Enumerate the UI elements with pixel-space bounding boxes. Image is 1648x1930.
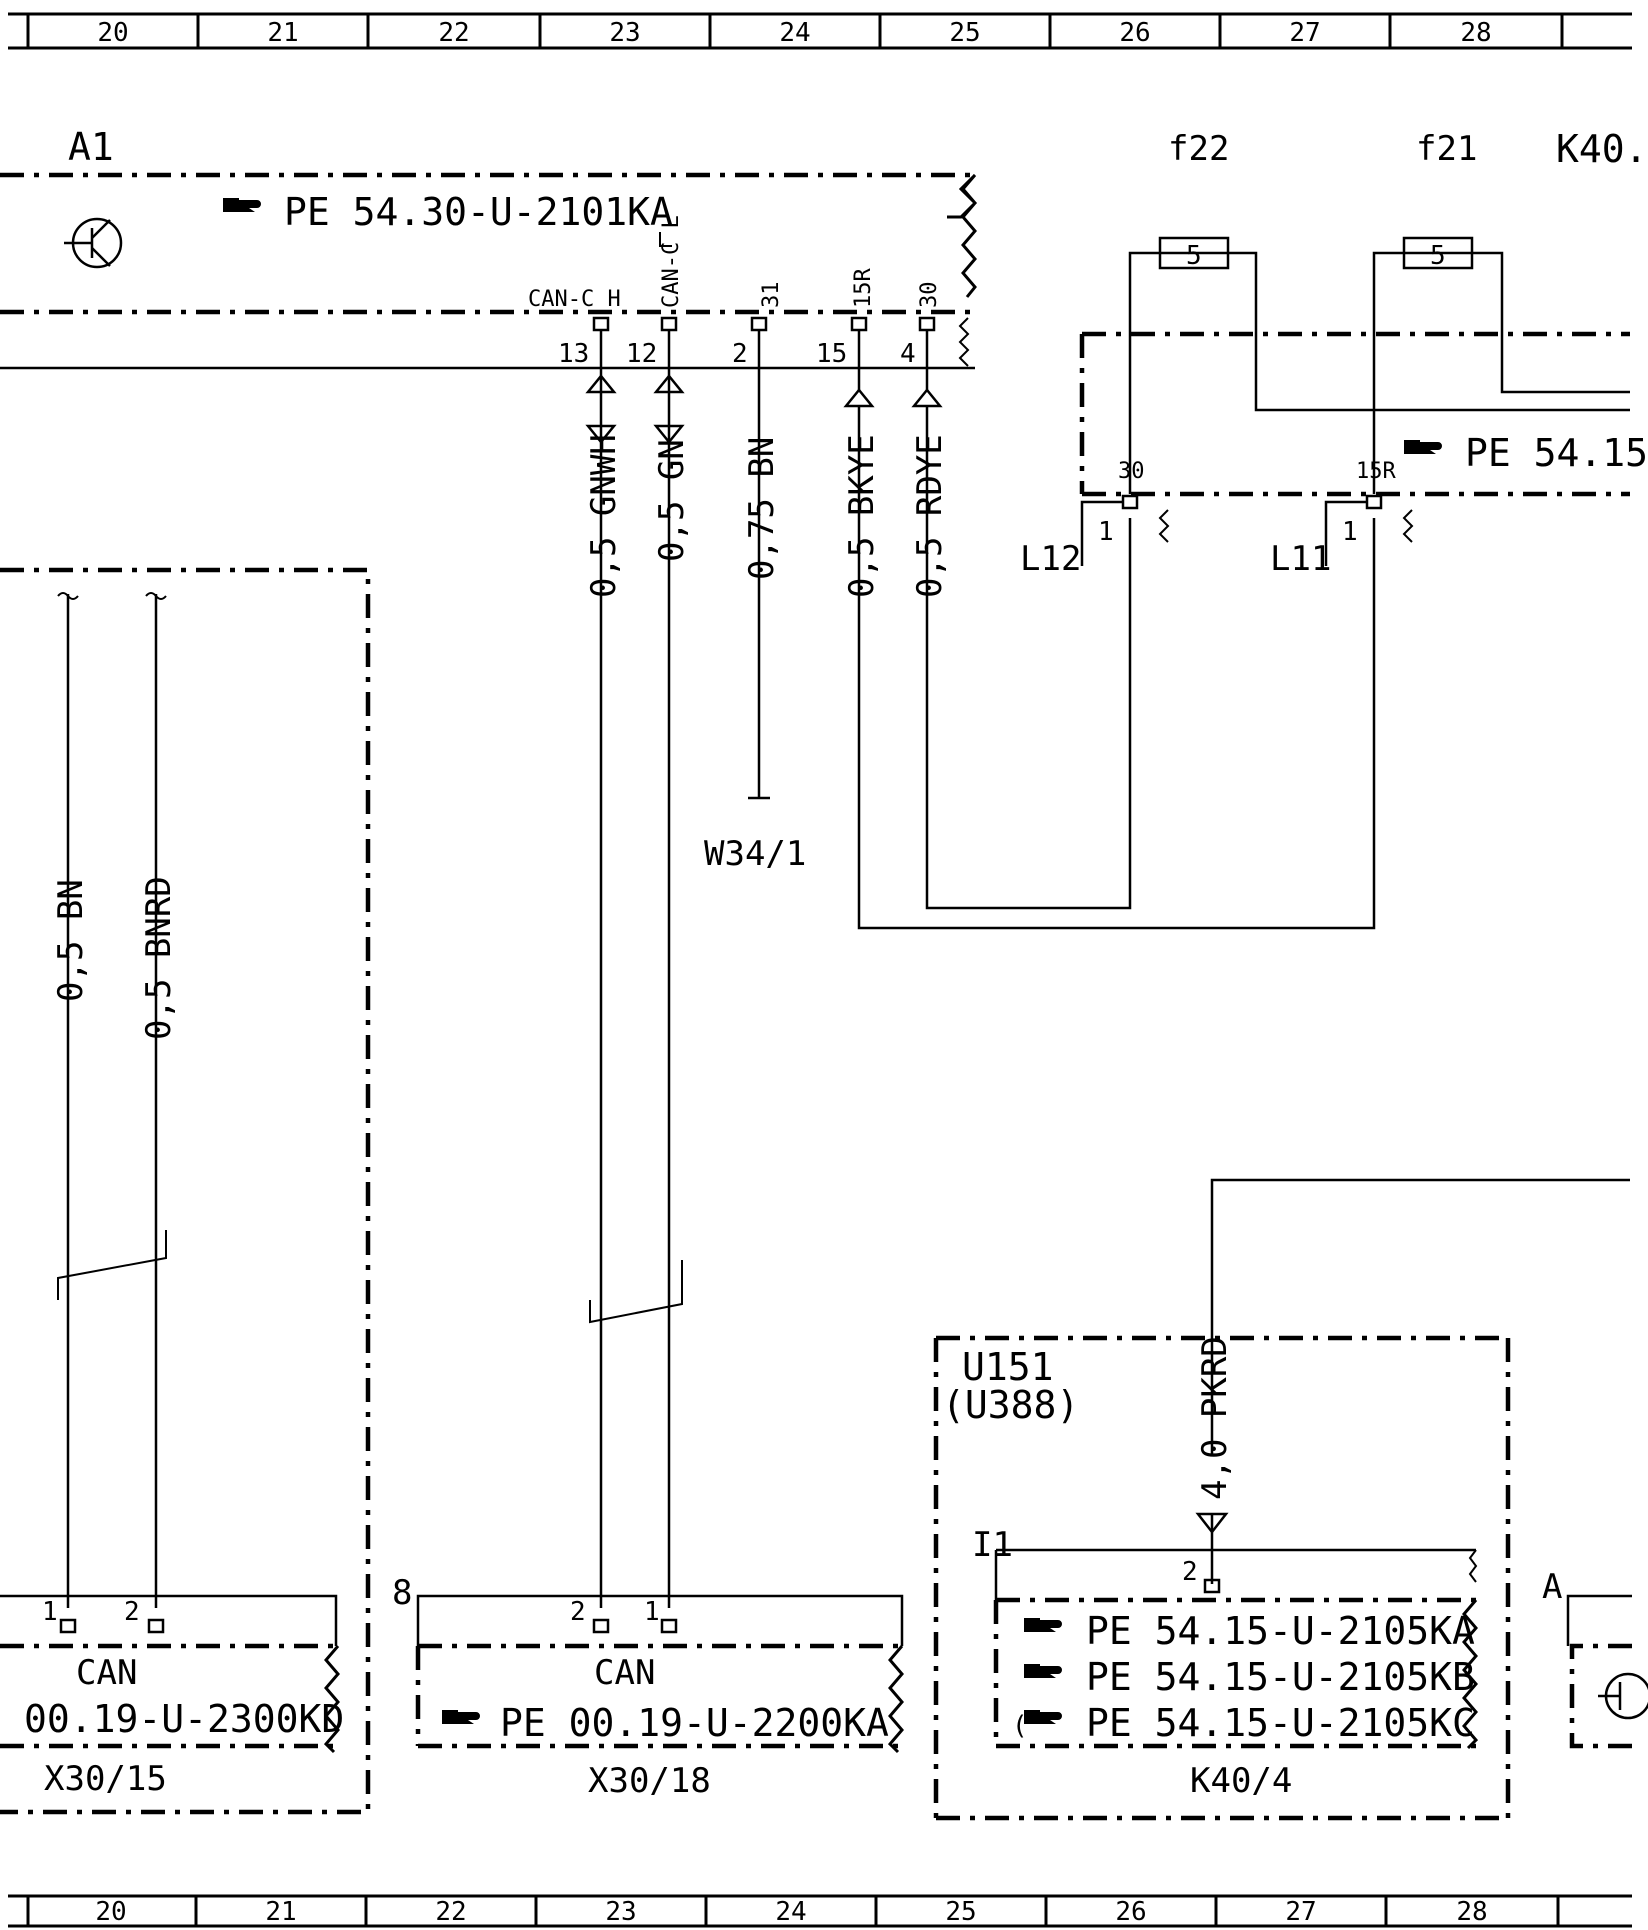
a1-pin-2: 2: [732, 339, 748, 369]
pe-icon: [1024, 1664, 1062, 1678]
ruler-bottom-col-21: 21: [265, 1897, 296, 1927]
ruler-col-28: 28: [1460, 18, 1491, 48]
wire-label-gnwh: 0,5 GNWH: [584, 434, 624, 598]
f21-label: f21: [1416, 129, 1477, 169]
x30-15-ref: 00.19-U-2300KD: [24, 1697, 344, 1741]
u151-module: U151 (U388) 4,0 PKRD I1 2 ( PE 54.15-U-2…: [933, 1178, 1630, 1821]
ruler-bottom-col-22: 22: [435, 1897, 466, 1927]
x30-18-pe-ref: PE 00.19-U-2200KA: [500, 1701, 889, 1745]
x30-18-pin-1: 1: [644, 1597, 660, 1627]
wire-label-pkrd: 4,0 PKRD: [1195, 1336, 1235, 1500]
a1-pin-12: 12: [626, 339, 657, 369]
k40-4-ref-kb: PE 54.15-U-2105KB: [1086, 1655, 1475, 1699]
w34-label: W34/1: [704, 834, 806, 874]
f21-pin-15r: 15R: [1356, 459, 1396, 484]
x30-18-marker: 8: [392, 1573, 412, 1613]
a1-pe-ref: PE 54.30-U-2101KA: [284, 190, 673, 234]
ruler-bottom-col-23: 23: [605, 1897, 636, 1927]
x30-18-label: X30/18: [588, 1761, 711, 1801]
x30-15-label: X30/15: [44, 1759, 167, 1799]
x30-15-pin-1: 1: [42, 1597, 58, 1627]
ruler-col-26: 26: [1119, 18, 1150, 48]
l12-pin: 1: [1098, 517, 1114, 547]
ruler-col-21: 21: [267, 18, 298, 48]
pe-icon: [1024, 1710, 1062, 1724]
transistor-icon: [64, 217, 123, 269]
a1-wires: [585, 330, 1376, 1608]
l12-label: L12: [1020, 539, 1081, 579]
a1-signal-31: 31: [759, 282, 784, 309]
transistor-icon: [1598, 1672, 1648, 1720]
f22-label: f22: [1168, 129, 1229, 169]
pe-icon: [442, 1710, 480, 1724]
wire-label-bn075: 0,75 BN: [742, 437, 782, 580]
ruler-bottom-col-20: 20: [95, 1897, 126, 1927]
wire-label-bnrd: 0,5 BNRD: [139, 876, 179, 1040]
f22-rating: 5: [1186, 241, 1202, 271]
f21-rating: 5: [1430, 241, 1446, 271]
ruler-bottom-col-26: 26: [1115, 1897, 1146, 1927]
k40-4-ref-ka: PE 54.15-U-2105KA: [1086, 1609, 1475, 1653]
ruler-col-25: 25: [949, 18, 980, 48]
a1-pin-13: 13: [558, 339, 589, 369]
k40-top-label: K40.: [1556, 127, 1648, 171]
wire-labels-a1: 0,5 GNWH 0,5 GN 0,75 BN 0,5 BKYE 0,5 RDY…: [584, 434, 950, 598]
x30-15-title: CAN: [76, 1653, 137, 1693]
ruler-col-23: 23: [609, 18, 640, 48]
u151-sub-label: (U388): [942, 1383, 1079, 1427]
f22-pin-30: 30: [1118, 459, 1145, 484]
a1-module: A1 PE 54.30-U-2101KA CAN-C H CAN-C L 31 …: [0, 125, 978, 370]
a1-signal-30: 30: [917, 282, 942, 309]
l11-pin: 1: [1342, 517, 1358, 547]
k40-4-label: K40/4: [1190, 1761, 1292, 1801]
pe-icon: [1024, 1618, 1062, 1632]
ruler-bottom-col-24: 24: [775, 1897, 806, 1927]
x30-15-pin-2: 2: [124, 1597, 140, 1627]
a-right-component: A: [1542, 1567, 1648, 1749]
ruler-col-24: 24: [779, 18, 810, 48]
wire-label-bn05: 0,5 BN: [51, 879, 91, 1002]
ruler-col-27: 27: [1289, 18, 1320, 48]
fuse-block: f22 f21 K40. 5 5 30 15R PE 54.15: [1020, 127, 1648, 579]
x30-18-title: CAN: [594, 1653, 655, 1693]
a1-pin-4: 4: [900, 339, 916, 369]
k40-4-ref-paren: (: [1012, 1711, 1028, 1741]
wire-label-gn: 0,5 GN: [652, 439, 692, 562]
ruler-col-20: 20: [97, 18, 128, 48]
ruler-col-22: 22: [438, 18, 469, 48]
a1-label: A1: [68, 125, 114, 169]
u151-label: U151: [962, 1345, 1054, 1389]
ruler-bottom-col-25: 25: [945, 1897, 976, 1927]
x30-15-branch: 0,5 BN 0,5 BNRD 1 2 CAN 00.19-U-2300KD X…: [0, 567, 371, 1815]
a1-pin-connectors: [592, 316, 936, 332]
top-ruler: 20 21 22 23 24 25 26 27 28: [8, 12, 1632, 50]
x30-18-pin-2: 2: [570, 1597, 586, 1627]
a1-signal-can-l: CAN-C L: [659, 215, 684, 308]
k40-top-pe-ref: PE 54.15: [1465, 431, 1648, 475]
i1-label: I1: [972, 1525, 1013, 1565]
pe-icon: [223, 198, 261, 212]
k40-4-ref-kc: PE 54.15-U-2105KC: [1086, 1701, 1475, 1745]
bottom-ruler: 20 21 22 23 24 25 26 27 28: [8, 1894, 1632, 1928]
l11-label: L11: [1270, 539, 1331, 579]
wire-label-rdye: 0,5 RDYE: [910, 434, 950, 598]
pe-icon: [1404, 440, 1442, 454]
a-right-label: A: [1542, 1567, 1562, 1607]
wire-label-bkye: 0,5 BKYE: [842, 434, 882, 598]
a1-signal-15r: 15R: [851, 268, 876, 308]
ruler-bottom-col-27: 27: [1285, 1897, 1316, 1927]
k40-4-pin: 2: [1182, 1557, 1198, 1587]
a1-signal-can-h: CAN-C H: [528, 287, 621, 312]
ruler-bottom-col-28: 28: [1456, 1897, 1487, 1927]
x30-18-module: 8 2 1 CAN PE 00.19-U-2200KA X30/18: [392, 1573, 904, 1801]
a1-pin-15: 15: [816, 339, 847, 369]
